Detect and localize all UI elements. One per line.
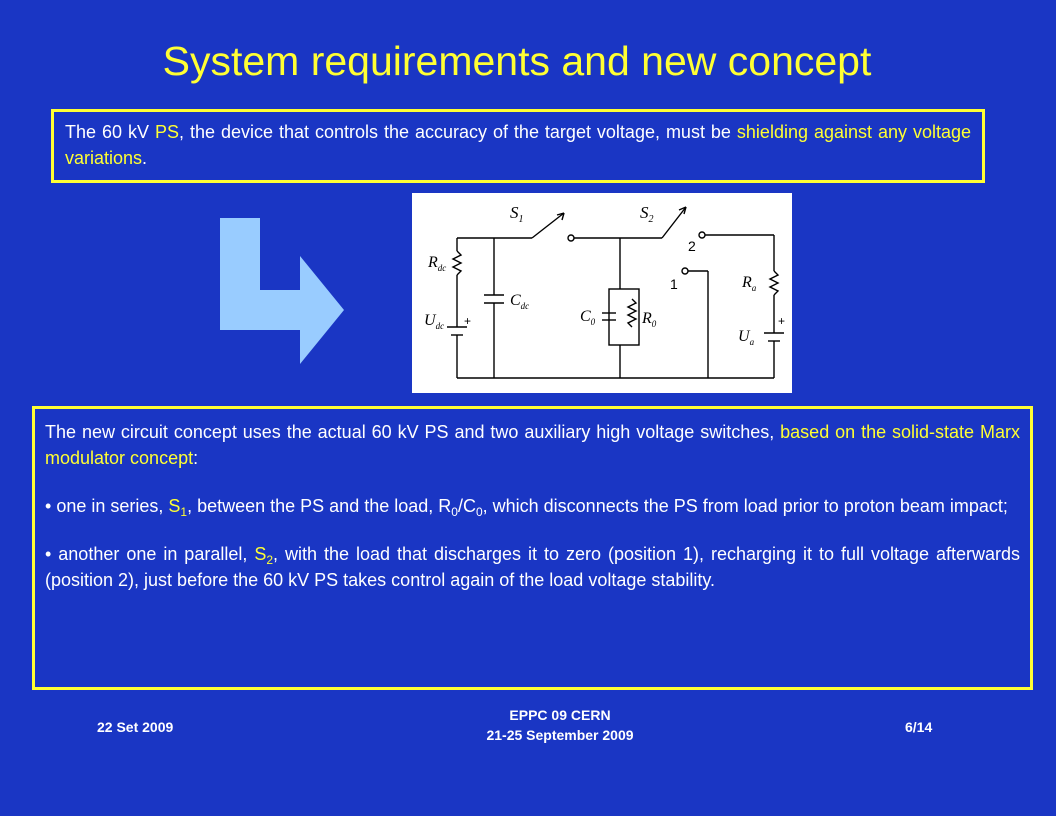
label-position-1: 1	[670, 276, 678, 292]
label-udc: Udc	[424, 312, 444, 331]
bullet-1-text-a: one in series,	[51, 496, 169, 516]
bullet-icon: •	[45, 496, 52, 516]
label-s1: S1	[510, 203, 524, 225]
label-ua: Ua	[738, 328, 755, 347]
footer-event-name: EPPC 09 CERN	[509, 707, 611, 723]
bullet-parallel-switch: • another one in parallel, S2, with the …	[45, 541, 1020, 593]
concept-text: The new circuit concept uses the actual …	[45, 422, 781, 442]
concept-box: The new circuit concept uses the actual …	[32, 406, 1033, 690]
bullet-1-text-c: /C	[457, 496, 476, 516]
label-plus-ua: +	[778, 314, 785, 328]
bullet-1-text-b: , between the PS and the load, R	[187, 496, 452, 516]
intro-text-ps: PS	[154, 122, 179, 142]
slide-title: System requirements and new concept	[162, 38, 872, 84]
concept-paragraph-1: The new circuit concept uses the actual …	[45, 419, 1020, 471]
intro-box: The 60 kV PS, the device that controls t…	[51, 109, 985, 183]
circuit-diagram: S1 S2 Rdc Cdc Udc C0 R0 Ra Ua 2 1 + +	[412, 193, 792, 393]
bullet-1-s1: S1	[168, 496, 188, 519]
bullet-1-text-d: , which disconnects the PS from load pri…	[482, 496, 1008, 516]
bent-arrow-icon	[220, 218, 344, 364]
intro-text-1: The 60 kV	[65, 122, 155, 142]
bullet-2-s2: S2	[254, 544, 274, 567]
bullet-icon: •	[45, 544, 52, 564]
label-c0: C0	[580, 308, 596, 327]
footer-date: 22 Set 2009	[97, 719, 174, 735]
label-rdc: Rdc	[427, 254, 446, 273]
label-position-2: 2	[688, 238, 696, 254]
label-s2: S2	[640, 203, 654, 225]
footer-event: EPPC 09 CERN 21-25 September 2009	[360, 705, 760, 745]
concept-marx-highlight: based on the solid-state Marx modulator …	[45, 422, 1020, 468]
intro-text-5: .	[142, 148, 148, 168]
label-plus-udc: +	[464, 314, 471, 328]
bullet-2-text-a: another one in parallel,	[51, 544, 255, 564]
intro-text-shielding: shielding against any voltage variations	[65, 122, 971, 168]
bullet-2-text-b: , with the load that discharges it to ze…	[45, 544, 1020, 590]
concept-colon: :	[193, 448, 199, 468]
footer-page-number: 6/14	[905, 719, 933, 735]
label-r0: R0	[641, 310, 657, 329]
label-ra: Ra	[741, 274, 757, 293]
footer-event-dates: 21-25 September 2009	[486, 727, 634, 743]
label-cdc: Cdc	[510, 292, 529, 311]
bullet-series-switch: • one in series, S1, between the PS and …	[45, 496, 1008, 519]
intro-text-3: , the device that controls the accuracy …	[178, 122, 737, 142]
